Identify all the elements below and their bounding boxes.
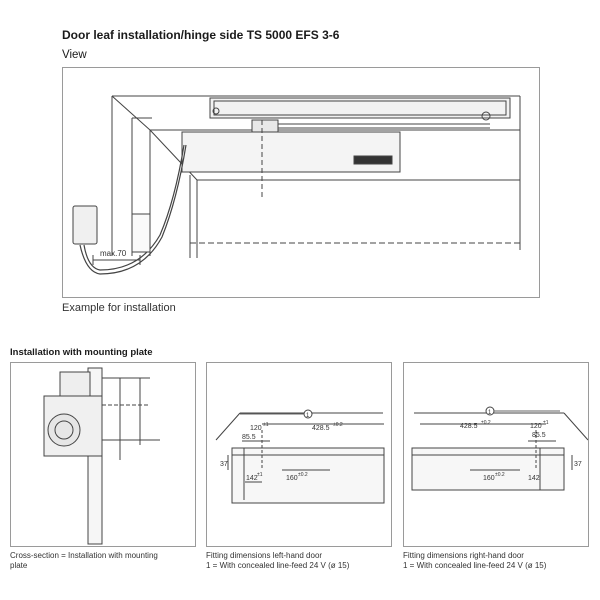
- max-dimension-label: max.70: [100, 249, 127, 258]
- main-view-caption: Example for installation: [62, 302, 176, 314]
- left-door-drawing: [215, 409, 385, 504]
- left-dim-85: 85.5: [242, 434, 256, 441]
- cross-section-drawing: [43, 367, 160, 545]
- right-dim-428-tol: ±0.2: [481, 420, 491, 426]
- left-dim-428-tol: ±0.2: [333, 422, 343, 428]
- right-dim-160-tol: ±0.2: [495, 472, 505, 478]
- cross-section-caption-line1: Cross-section = Installation with mounti…: [10, 551, 158, 560]
- left-door-frame: [206, 362, 392, 547]
- right-door-caption: Fitting dimensions right-hand door 1 = W…: [403, 551, 593, 571]
- right-dim-37: 37: [574, 461, 582, 468]
- left-dim-160: 160: [286, 475, 298, 482]
- right-marker-1: 1: [488, 410, 492, 416]
- left-dim-142-tol: ±1: [257, 472, 263, 478]
- left-door-caption-line1: Fitting dimensions left-hand door: [206, 551, 323, 560]
- section-title: Installation with mounting plate: [10, 347, 153, 358]
- right-dim-85: 85.5: [532, 432, 546, 439]
- left-dim-120-tol: ±1: [263, 422, 269, 428]
- left-dim-142: 142: [246, 475, 258, 482]
- left-dim-428: 428.5: [312, 425, 330, 432]
- cross-section-caption-line2: plate: [10, 561, 28, 570]
- right-dim-160: 160: [483, 475, 495, 482]
- view-label: View: [62, 49, 87, 61]
- right-dim-428: 428.5: [460, 423, 478, 430]
- right-dim-120-tol: ±1: [543, 420, 549, 426]
- left-dim-160-tol: ±0.2: [298, 472, 308, 478]
- right-door-caption-line1: Fitting dimensions right-hand door: [403, 551, 524, 560]
- page-title: Door leaf installation/hinge side TS 500…: [62, 28, 340, 42]
- right-dim-120: 120: [530, 423, 542, 430]
- cross-section-frame: [10, 362, 196, 547]
- left-dim-120: 120: [250, 425, 262, 432]
- right-door-frame: [403, 362, 589, 547]
- left-dim-37: 37: [220, 461, 228, 468]
- left-marker-1: 1: [306, 413, 310, 419]
- left-door-caption: Fitting dimensions left-hand door 1 = Wi…: [206, 551, 396, 571]
- right-door-drawing: [411, 406, 589, 491]
- cross-section-caption: Cross-section = Installation with mounti…: [10, 551, 196, 571]
- left-door-caption-line2: 1 = With concealed line-feed 24 V (ø 15): [206, 561, 350, 570]
- right-dim-142: 142: [528, 475, 540, 482]
- right-door-caption-line2: 1 = With concealed line-feed 24 V (ø 15): [403, 561, 547, 570]
